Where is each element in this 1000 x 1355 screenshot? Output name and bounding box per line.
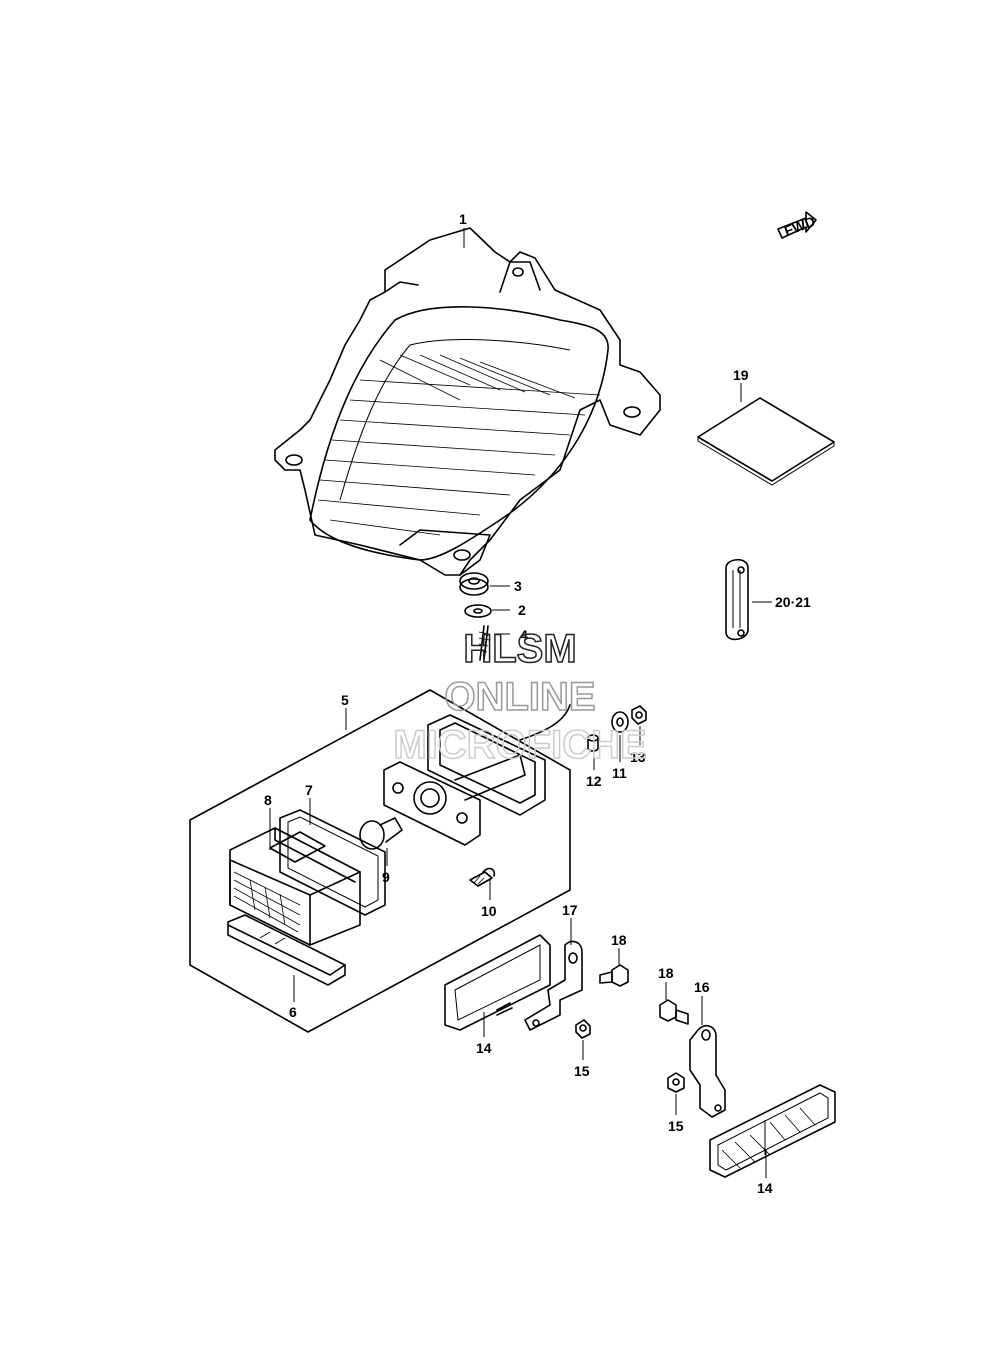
- watermark: HLSM ONLINE MICROFICHE: [393, 626, 648, 768]
- spacer-part-12: [587, 734, 599, 752]
- nut-part-13: [631, 705, 647, 725]
- lamp-base-board: [383, 704, 571, 846]
- lamp-lens-ribs: [317, 354, 601, 536]
- washer-part-2: [464, 604, 492, 618]
- callout-14-b: 14: [757, 1180, 773, 1196]
- callout-7: 7: [305, 782, 313, 798]
- lens-part-8: [229, 827, 361, 946]
- fwd-label: FWD: [782, 213, 817, 239]
- bracket-part-17: [524, 940, 583, 1031]
- callout-4: 4: [520, 627, 528, 643]
- nut-part-15-a: [575, 1019, 591, 1039]
- watermark-line-1: HLSM: [463, 627, 576, 671]
- callout-5: 5: [341, 692, 349, 708]
- callout-16: 16: [694, 979, 710, 995]
- callout-15-a: 15: [574, 1063, 590, 1079]
- callout-12: 12: [586, 773, 602, 789]
- gasket-part-7: [279, 809, 386, 916]
- sheet-part-19: [697, 397, 835, 486]
- callout-18-b: 18: [658, 965, 674, 981]
- callout-10: 10: [481, 903, 497, 919]
- bolt-part-18-b: [659, 999, 689, 1025]
- bulb-part-9: [359, 817, 403, 850]
- screw-part-4: [478, 625, 490, 661]
- callout-14-a: 14: [476, 1040, 492, 1056]
- grommet-part-3: [459, 572, 489, 596]
- bracket-part-20-21: [725, 558, 749, 641]
- reflector-part-14-b: [709, 1084, 836, 1178]
- tail-lamp-housing: [274, 227, 661, 576]
- callout-19: 19: [733, 367, 749, 383]
- fwd-arrow-icon: FWD: [777, 211, 817, 239]
- watermark-line-3: MICROFICHE: [393, 723, 646, 767]
- callout-15-b: 15: [668, 1118, 684, 1134]
- callout-3: 3: [514, 578, 522, 594]
- callout-20-21: 20·21: [775, 594, 811, 610]
- callout-8: 8: [264, 792, 272, 808]
- bracket-part-16: [689, 1024, 726, 1118]
- callout-labels: 1 3 2 4 5 19 20·21 7 8 9 10 12 11 13 6 1…: [264, 211, 811, 1196]
- callout-1: 1: [459, 211, 467, 227]
- watermark-line-2: ONLINE: [444, 675, 595, 719]
- callout-11: 11: [612, 765, 627, 781]
- screw-part-10: [469, 867, 496, 887]
- bolt-part-18-a: [599, 964, 629, 987]
- callout-18-a: 18: [611, 932, 627, 948]
- callout-2: 2: [518, 602, 526, 618]
- reflector-part-14-a: [444, 934, 551, 1031]
- callout-6: 6: [289, 1004, 297, 1020]
- washer-part-11: [611, 711, 629, 733]
- assembly-box-part-5: [189, 689, 571, 1033]
- callout-13: 13: [630, 749, 646, 765]
- plate-part-6: [227, 914, 346, 986]
- leader-lines: [269, 228, 772, 1178]
- nut-part-15-b: [667, 1072, 685, 1093]
- callout-9: 9: [382, 869, 390, 885]
- callout-17: 17: [562, 902, 578, 918]
